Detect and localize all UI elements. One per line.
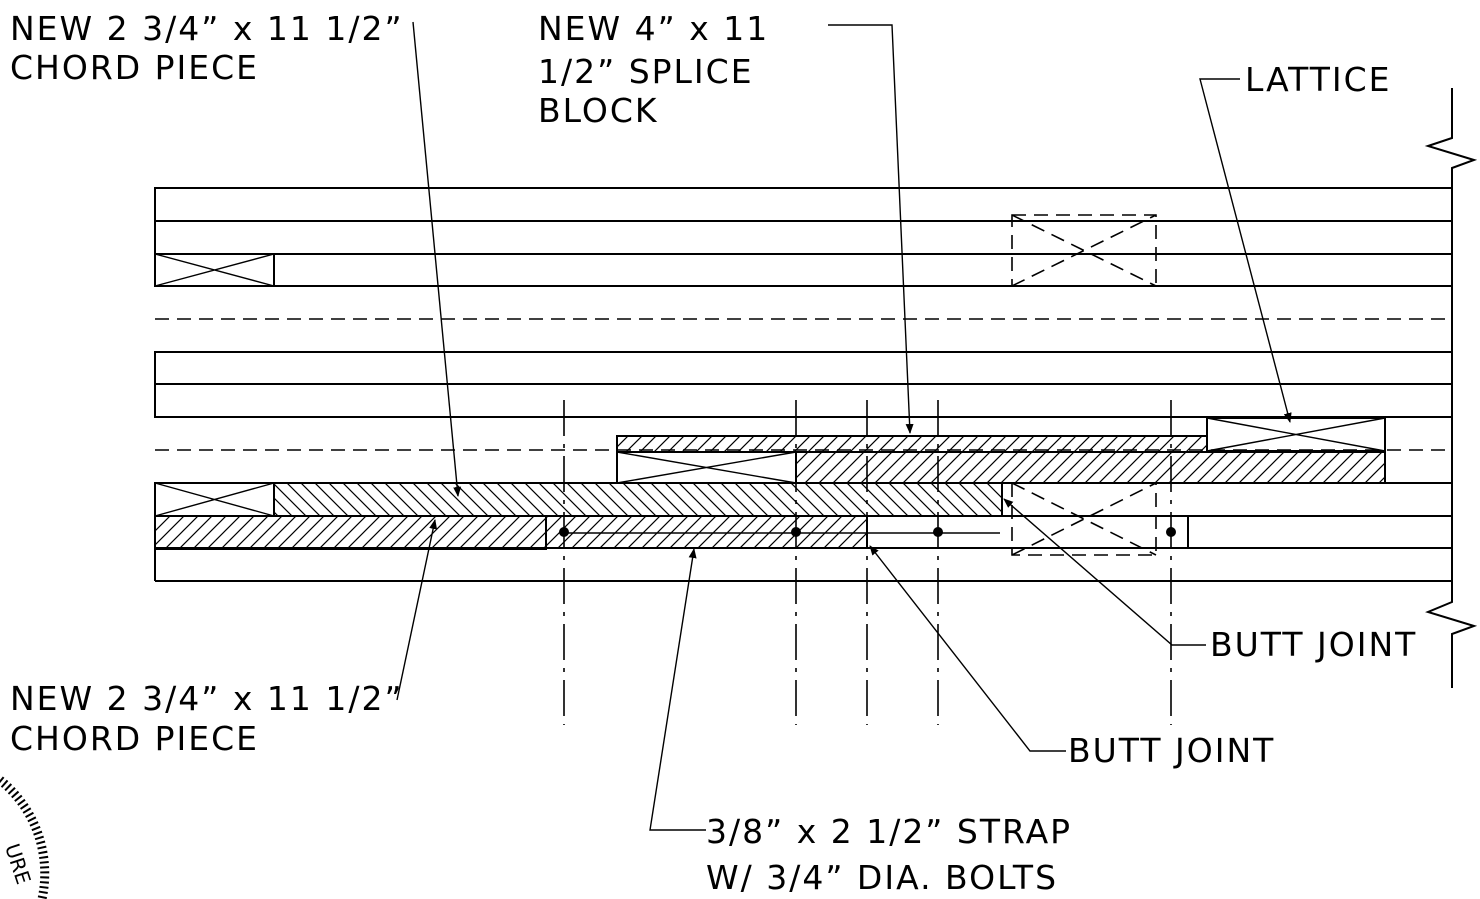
bolt-1: [559, 527, 569, 537]
upper-chord-outline: [154, 187, 1453, 287]
label-chord-bottom-line1: NEW 2 3/4” x 11 1/2”: [10, 679, 404, 718]
splice-block-body: [795, 451, 1386, 484]
label-chord-bottom-line2: CHORD PIECE: [10, 719, 259, 758]
lattice-block-hidden-upper: [1011, 214, 1157, 287]
bolt-4: [1166, 527, 1176, 537]
splice-block: [616, 435, 1386, 484]
leader-butt-joint-2: [869, 545, 1066, 752]
bolts: [559, 527, 1176, 537]
strap-plain-part: [866, 515, 1189, 549]
lattice-block-upper-left: [154, 253, 275, 287]
label-butt-joint-1: BUTT JOINT: [1210, 625, 1417, 664]
bolt-3: [933, 527, 943, 537]
bolt-2: [791, 527, 801, 537]
strap-hatched-part: [545, 515, 868, 549]
leader-lattice: [1199, 78, 1292, 423]
bolt-centerlines: [563, 400, 1172, 725]
label-chord-top-line1: NEW 2 3/4” x 11 1/2”: [10, 9, 404, 48]
leader-butt-joint-1: [1003, 498, 1206, 646]
label-splice-line1: NEW 4” x 11: [538, 9, 769, 48]
annotations: NEW 2 3/4” x 11 1/2” CHORD PIECE NEW 4” …: [10, 9, 1417, 897]
label-butt-joint-2: BUTT JOINT: [1068, 731, 1275, 770]
leader-chord-bottom: [396, 519, 438, 701]
new-chord-piece-upper: [273, 482, 1003, 517]
leader-splice-block: [828, 24, 914, 434]
leader-chord-top: [412, 21, 462, 497]
leaders: [396, 21, 1292, 831]
leader-strap: [649, 548, 706, 831]
break-line: [1424, 88, 1478, 688]
label-splice-line2: 1/2” SPLICE: [538, 52, 754, 91]
label-splice-line3: BLOCK: [538, 91, 659, 130]
label-strap-line1: 3/8” x 2 1/2” STRAP: [706, 812, 1072, 851]
label-chord-top-line2: CHORD PIECE: [10, 48, 259, 87]
new-chord-piece-lower: [154, 515, 547, 550]
label-lattice: LATTICE: [1245, 60, 1392, 99]
label-strap-line2: W/ 3/4” DIA. BOLTS: [706, 858, 1058, 897]
seal-stamp: URE: [0, 776, 50, 899]
splice-block-top-strip: [616, 435, 1208, 453]
steel-strap: [545, 515, 1189, 549]
seal-text: URE: [0, 841, 36, 888]
